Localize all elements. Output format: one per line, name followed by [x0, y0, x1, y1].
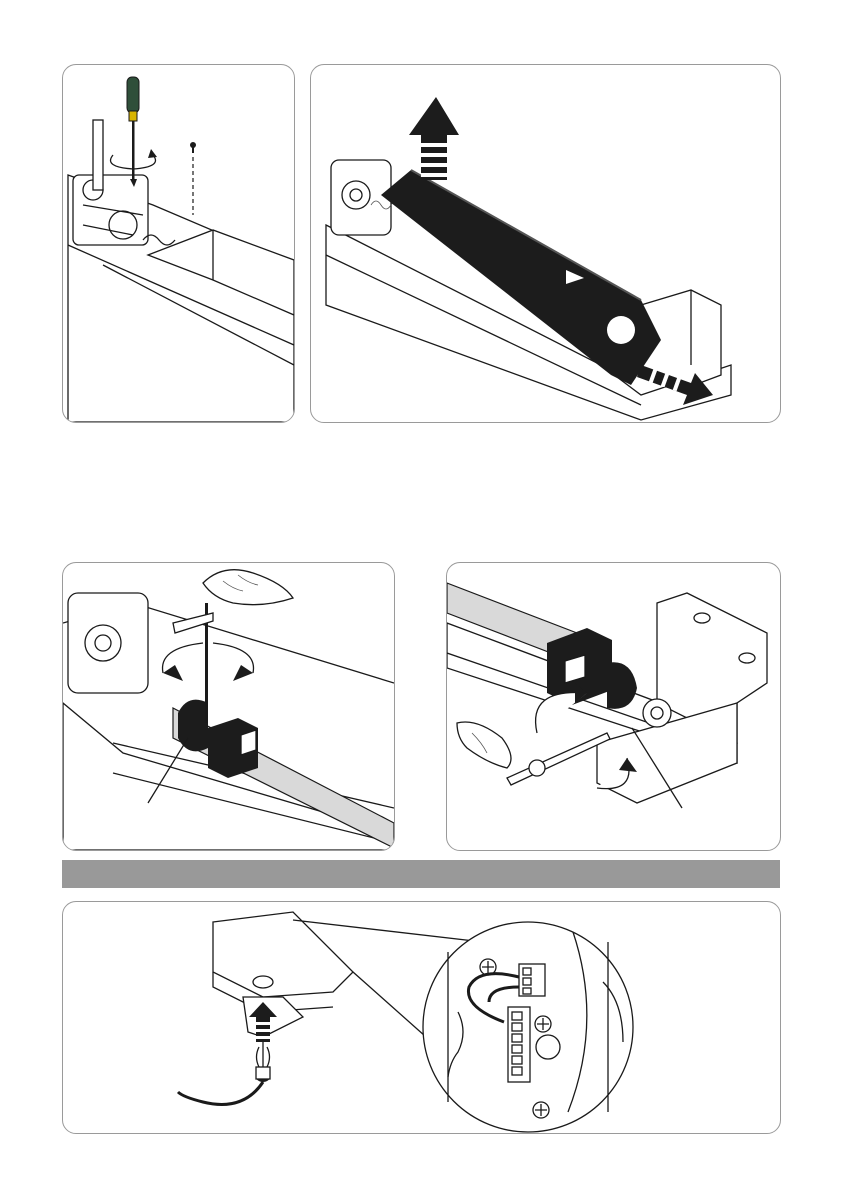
- screwdriver-icon: [127, 77, 139, 187]
- adjust-stop-right-illustration: [447, 563, 780, 850]
- figure-remove-screw: [62, 64, 295, 423]
- figure-wiring: [62, 901, 781, 1134]
- adjust-stop-left-illustration: [63, 563, 394, 850]
- section-header-bar: [62, 860, 780, 888]
- figure-lift-cover: [310, 64, 781, 423]
- terminal-board-detail: [423, 922, 633, 1132]
- screw-icon: [190, 142, 196, 215]
- figure-adjust-stop-right: [446, 562, 781, 851]
- lift-cover-illustration: [311, 65, 780, 422]
- figure-adjust-stop-left: [62, 562, 395, 851]
- hand-icon: [457, 722, 511, 768]
- hand-icon: [203, 570, 293, 605]
- lift-arrow-icon: [409, 97, 459, 180]
- remove-screw-illustration: [63, 65, 294, 422]
- wrench-icon: [507, 733, 610, 785]
- wiring-illustration: [63, 902, 780, 1133]
